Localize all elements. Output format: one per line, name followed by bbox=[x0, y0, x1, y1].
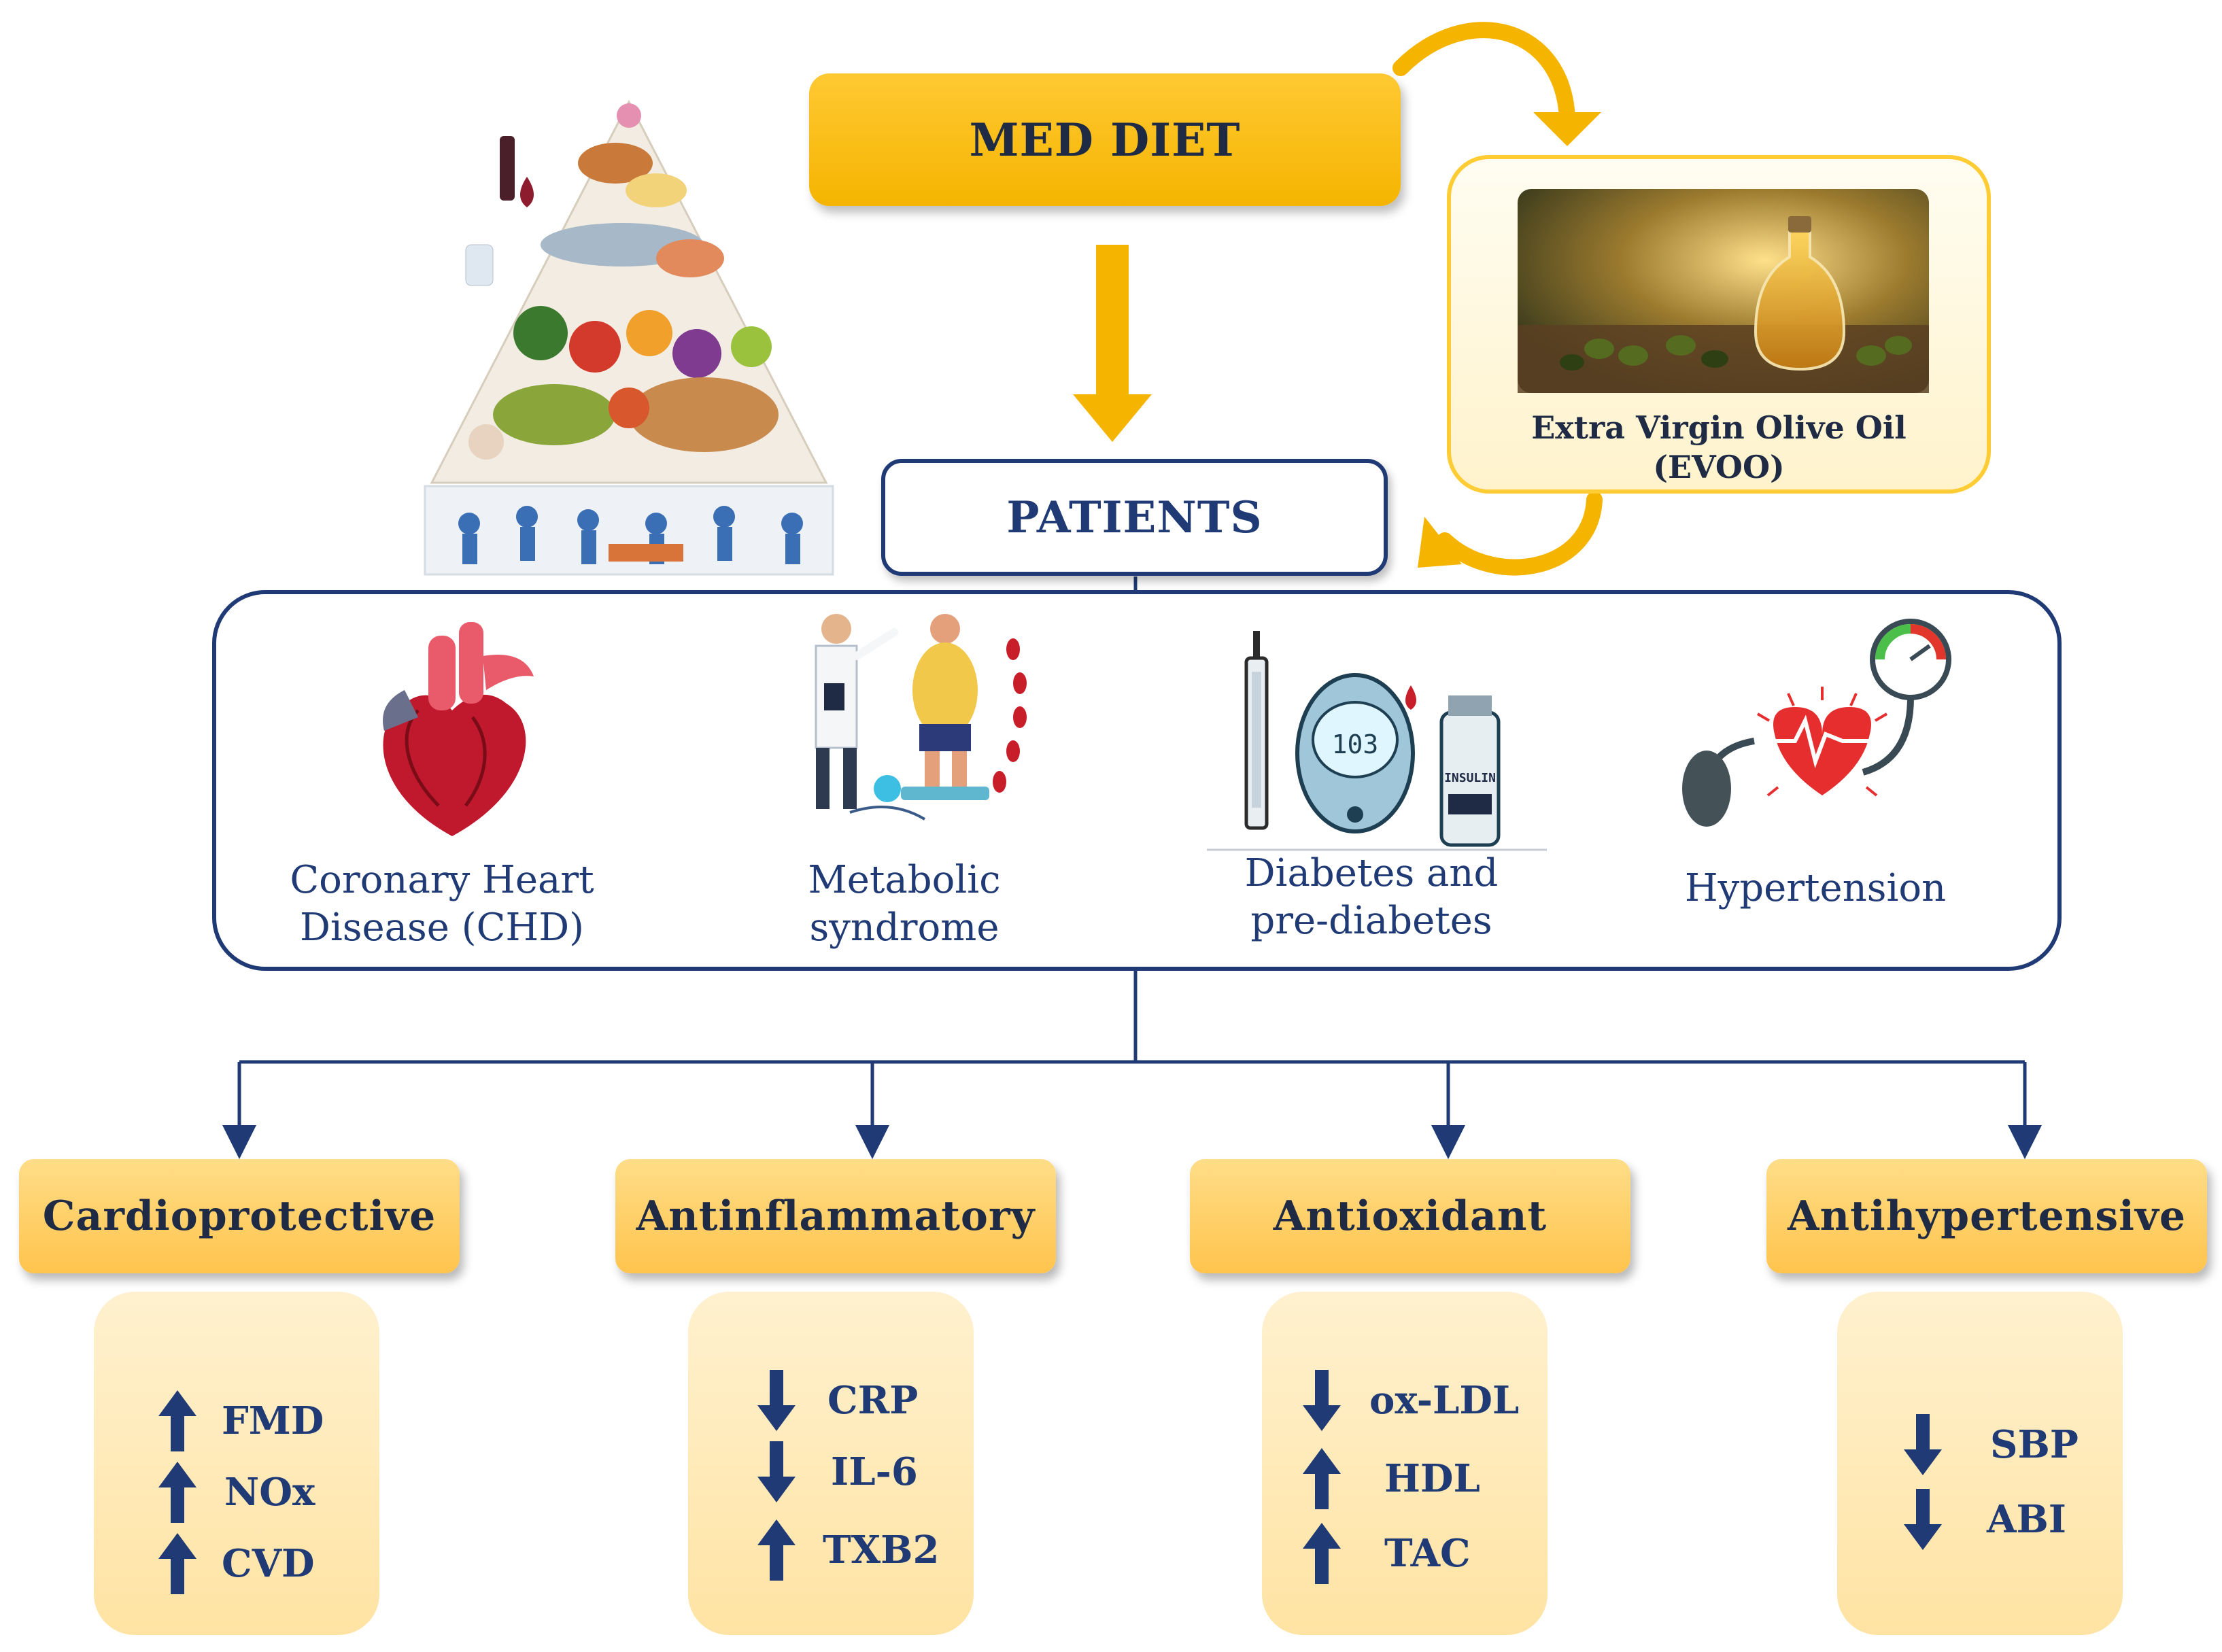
biomarker-name: NOx bbox=[224, 1470, 315, 1515]
biomarker-row: SBP bbox=[1837, 1411, 2123, 1479]
glucometer-icon: 103 INSULIN bbox=[1207, 631, 1547, 851]
biomarker-name: TAC bbox=[1384, 1531, 1471, 1576]
biomarkers-antioxidant: ox-LDL HDL TAC bbox=[1262, 1292, 1548, 1635]
down-arrow-icon bbox=[1904, 1414, 1942, 1475]
food-pyramid-image bbox=[424, 99, 834, 576]
biomarker-row: FMD bbox=[94, 1387, 379, 1455]
condition-metabolic-line2: syndrome bbox=[809, 906, 999, 950]
med-diet-box: MED DIET bbox=[809, 73, 1401, 206]
evoo-label-line1: Extra Virgin Olive Oil bbox=[1531, 409, 1907, 446]
biomarker-row: ox-LDL bbox=[1262, 1366, 1548, 1434]
up-arrow-icon bbox=[158, 1390, 196, 1451]
biomarkers-antinflammatory: CRP IL-6 TXB2 bbox=[688, 1292, 974, 1635]
biomarker-row: HDL bbox=[1262, 1445, 1548, 1513]
biomarker-name: ox-LDL bbox=[1369, 1378, 1520, 1423]
up-arrow-icon bbox=[158, 1533, 196, 1594]
blood-pressure-icon bbox=[1682, 619, 1951, 827]
biomarker-row: NOx bbox=[94, 1458, 379, 1526]
condition-diabetes-line2: pre-diabetes bbox=[1250, 899, 1492, 943]
doctor-patient-icon bbox=[815, 614, 1027, 821]
glucometer-reading: 103 bbox=[1332, 729, 1379, 759]
effect-antioxidant: Antioxidant bbox=[1190, 1159, 1630, 1273]
biomarker-row: TAC bbox=[1262, 1519, 1548, 1587]
conditions-panel bbox=[212, 590, 2062, 971]
up-arrow-icon bbox=[757, 1519, 796, 1581]
condition-metabolic-line1: Metabolic bbox=[808, 858, 1001, 902]
biomarker-name: TXB2 bbox=[823, 1528, 940, 1572]
condition-chd-line1: Coronary Heart bbox=[290, 858, 594, 902]
down-arrow-icon bbox=[1904, 1489, 1942, 1550]
condition-label-chd: Coronary Heart Disease (CHD) bbox=[238, 853, 646, 955]
down-arrow-icon bbox=[1303, 1370, 1341, 1431]
biomarker-name: HDL bbox=[1384, 1456, 1480, 1501]
biomarkers-antihypertensive: SBP ABI bbox=[1837, 1292, 2123, 1635]
biomarker-name: CVD bbox=[222, 1541, 315, 1586]
evoo-label: Extra Virgin Olive Oil (EVOO) bbox=[1469, 407, 1969, 488]
condition-label-metabolic: Metabolic syndrome bbox=[700, 853, 1108, 955]
med-diet-to-patients-arrow bbox=[1073, 245, 1152, 442]
curved-arrow-to-patients bbox=[1418, 492, 1603, 576]
biomarker-row: IL-6 bbox=[688, 1438, 974, 1506]
effect-antinflammatory: Antinflammatory bbox=[615, 1159, 1056, 1273]
effects-tree bbox=[222, 577, 2042, 1159]
biomarker-row: TXB2 bbox=[688, 1516, 974, 1584]
biomarker-name: IL-6 bbox=[831, 1449, 918, 1494]
condition-label-hypertension: Hypertension bbox=[1611, 838, 2019, 940]
anatomical-heart-icon bbox=[383, 622, 534, 836]
effect-cardioprotective: Cardioprotective bbox=[19, 1159, 460, 1273]
biomarker-row: CVD bbox=[94, 1530, 379, 1598]
biomarker-row: CRP bbox=[688, 1366, 974, 1434]
condition-diabetes-line1: Diabetes and bbox=[1244, 851, 1499, 895]
olive-oil-image bbox=[1518, 189, 1929, 393]
down-arrow-icon bbox=[757, 1370, 796, 1431]
effect-antihypertensive: Antihypertensive bbox=[1766, 1159, 2207, 1273]
condition-chd-line2: Disease (CHD) bbox=[299, 906, 585, 950]
biomarker-name: CRP bbox=[827, 1378, 919, 1423]
biomarker-row: ABI bbox=[1837, 1485, 2123, 1553]
biomarkers-cardioprotective: FMD NOx CVD bbox=[94, 1292, 379, 1635]
biomarker-name: SBP bbox=[1990, 1422, 2079, 1467]
biomarker-name: FMD bbox=[222, 1398, 324, 1443]
patients-box: PATIENTS bbox=[881, 459, 1388, 576]
curved-arrow-to-evoo bbox=[1392, 22, 1601, 146]
down-arrow-icon bbox=[757, 1441, 796, 1502]
up-arrow-icon bbox=[1303, 1448, 1341, 1509]
biomarker-name: ABI bbox=[1987, 1497, 2066, 1542]
condition-label-diabetes: Diabetes and pre-diabetes bbox=[1167, 846, 1575, 948]
evoo-label-line2: (EVOO) bbox=[1653, 449, 1785, 485]
up-arrow-icon bbox=[158, 1462, 196, 1523]
insulin-vial-label: INSULIN bbox=[1444, 771, 1496, 785]
up-arrow-icon bbox=[1303, 1523, 1341, 1584]
condition-hypertension-line1: Hypertension bbox=[1684, 866, 1947, 910]
